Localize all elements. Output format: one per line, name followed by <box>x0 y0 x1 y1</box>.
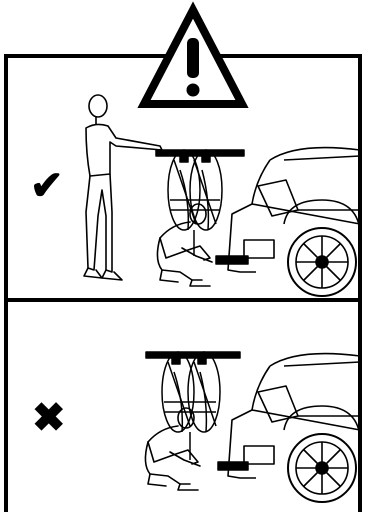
check-icon: ✔ <box>30 166 64 206</box>
car-rear-illustration <box>228 140 360 300</box>
car-rear-illustration-alt <box>228 346 360 506</box>
crouching-person-illustration-alt <box>140 404 220 494</box>
crouching-person-illustration <box>152 200 232 290</box>
warning-triangle-icon <box>140 4 246 108</box>
cross-icon: ✖ <box>32 398 66 438</box>
